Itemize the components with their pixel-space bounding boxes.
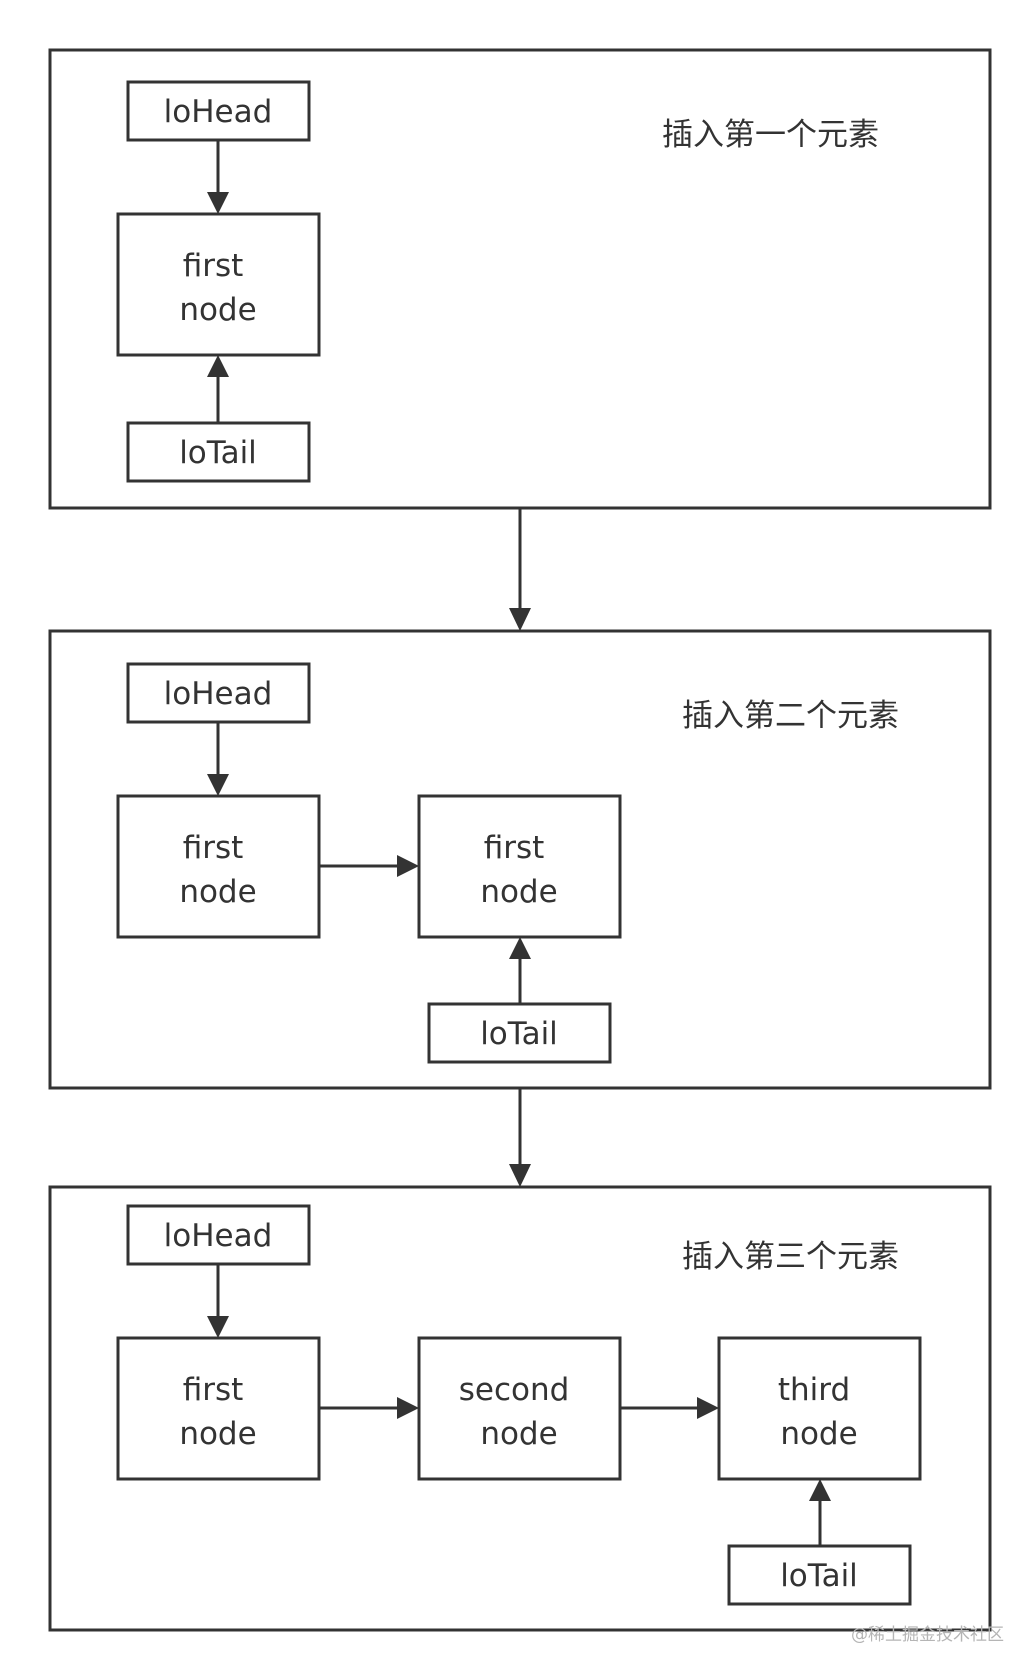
panel-1-title: 插入第一个元素 (662, 117, 879, 153)
panel-2-arrowhead-down (207, 774, 229, 796)
panel-2-second-node-box (417, 794, 622, 939)
arrowhead-panel-1-to-panel-2 (509, 608, 531, 631)
watermark: @稀土掘金技术社区 (851, 1625, 1004, 1645)
panel-3-third-node-line1: third (778, 1372, 850, 1408)
panel-2-lotail-box (427, 1002, 612, 1064)
panel-1-arrowhead-up (207, 355, 229, 377)
panel-2-arrowhead-up (509, 937, 531, 959)
panel-3-lohead-label: loHead (164, 1218, 273, 1254)
panel-2-lotail-label: loTail (480, 1016, 558, 1052)
panel-3-title: 插入第三个元素 (682, 1239, 899, 1275)
panel-3-lotail-box (727, 1544, 912, 1606)
panel-2-arrowhead-right (397, 855, 419, 877)
panel-1-lotail-box (126, 421, 311, 483)
panel-3-arrowhead-up (809, 1479, 831, 1501)
panel-2-lohead-label: loHead (164, 676, 273, 712)
panel-3-second-node-line2: node (480, 1416, 557, 1452)
panel-3-arrowhead-down (207, 1316, 229, 1338)
panel-1-first-node-box (116, 212, 321, 357)
panel-3-first-node-line2: node (179, 1416, 256, 1452)
panel-2-title: 插入第二个元素 (682, 698, 899, 734)
panel-3-lotail-label: loTail (780, 1558, 858, 1594)
panel-3-first-node-line1: first (183, 1372, 244, 1408)
panel-3-first-node-box (116, 1336, 321, 1481)
arrowhead-panel-2-to-panel-3 (509, 1164, 531, 1187)
panel-2-first-node-line1: first (183, 830, 244, 866)
panel-3-arrowhead-right-1 (397, 1397, 419, 1419)
panel-2-first-node-line2: node (179, 874, 256, 910)
panel-1-arrowhead-down (207, 192, 229, 214)
panel-2-second-node-line1: first (484, 830, 545, 866)
panel-2-first-node-box (116, 794, 321, 939)
panel-1-lotail-label: loTail (179, 435, 257, 471)
panel-3-third-node-line2: node (780, 1416, 857, 1452)
panel-1-lohead-label: loHead (164, 94, 273, 130)
panel-3-second-node-box (417, 1336, 622, 1481)
panel-2-lohead-box (126, 662, 311, 724)
panel-1-first-node-line1: first (183, 248, 244, 284)
panel-3-second-node-line1: second (459, 1372, 570, 1408)
panel-3-arrowhead-right-2 (697, 1397, 719, 1419)
panel-3-third-node-box (717, 1336, 922, 1481)
panel-1-first-node-line2: node (179, 292, 256, 328)
panel-2-second-node-line2: node (480, 874, 557, 910)
